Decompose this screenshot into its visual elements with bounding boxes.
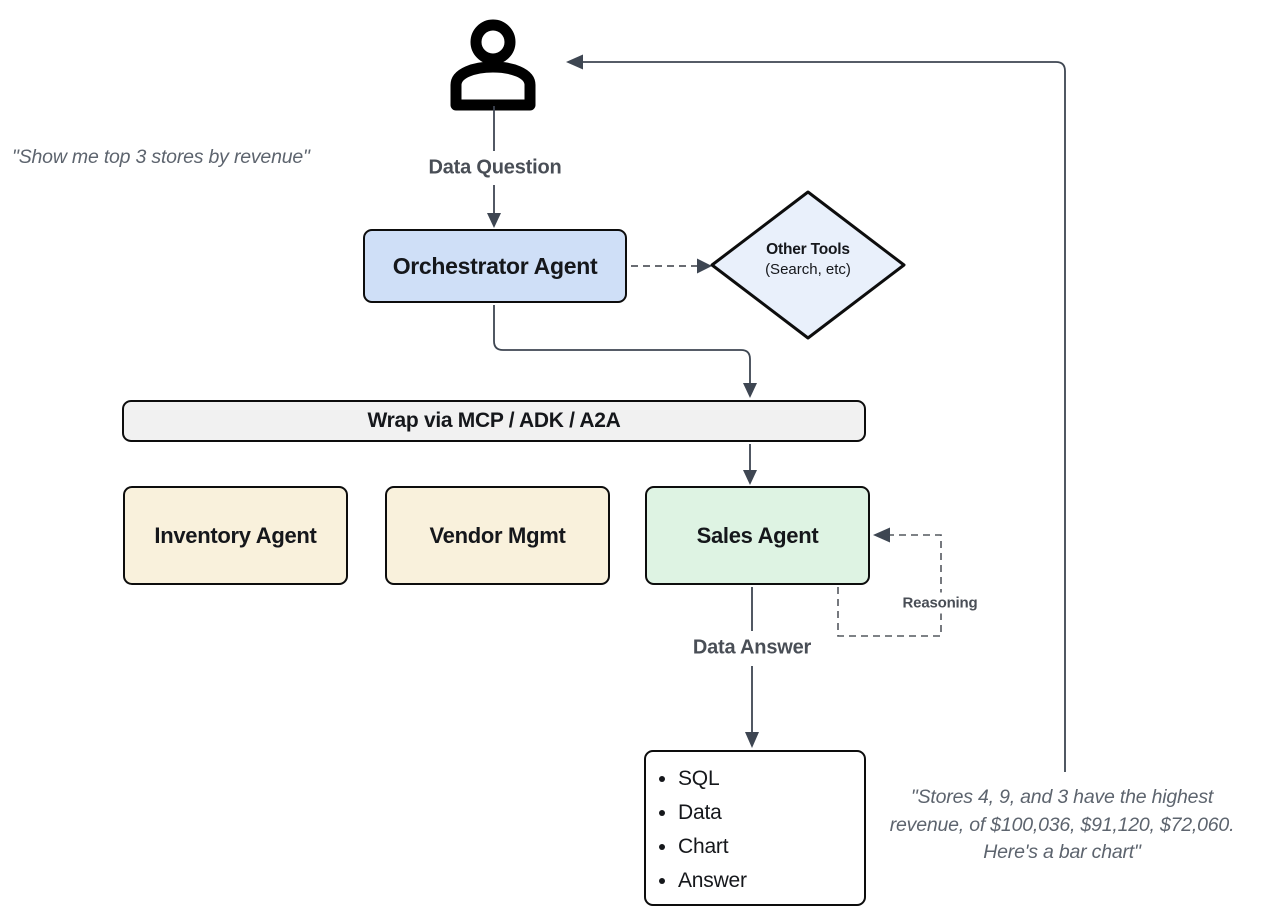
edge-answer-to-user (583, 61, 1066, 772)
arrowhead-reasoning (873, 527, 890, 543)
sales-agent-label: Sales Agent (696, 522, 819, 548)
arrowhead-into-wrap (743, 383, 757, 398)
output-list: SQL Data Chart Answer (646, 762, 864, 898)
output-item-data: Data (678, 796, 864, 830)
arrowhead-into-tools (697, 258, 712, 274)
arrowhead-into-orchestrator (487, 213, 501, 228)
orchestrator-agent-label: Orchestrator Agent (392, 252, 598, 279)
other-tools-diamond (710, 190, 906, 340)
data-question-label: Data Question (422, 156, 568, 180)
arrowhead-into-sales (743, 470, 757, 485)
other-tools-title: Other Tools (766, 241, 850, 258)
edge-reasoning-loop (837, 534, 942, 637)
inventory-agent-label: Inventory Agent (154, 522, 317, 548)
output-list-node: SQL Data Chart Answer (644, 750, 866, 906)
arrowhead-into-user (566, 54, 583, 70)
data-answer-label: Data Answer (686, 636, 818, 660)
vendor-mgmt-node: Vendor Mgmt (385, 486, 610, 585)
vendor-mgmt-label: Vendor Mgmt (429, 522, 566, 548)
user-question-quote: "Show me top 3 stores by revenue" (12, 146, 310, 168)
arrowhead-into-output (745, 732, 759, 748)
output-item-sql: SQL (678, 762, 864, 796)
output-item-chart: Chart (678, 830, 864, 864)
orchestrator-agent-node: Orchestrator Agent (363, 229, 627, 303)
sales-agent-node: Sales Agent (645, 486, 870, 585)
wrap-bar-label: Wrap via MCP / ADK / A2A (367, 409, 621, 432)
agent-answer-quote: "Stores 4, 9, and 3 have the highest rev… (889, 786, 1235, 863)
wrap-mcp-adk-a2a-node: Wrap via MCP / ADK / A2A (122, 400, 866, 442)
other-tools-subtitle: (Search, etc) (765, 261, 851, 278)
other-tools-node: Other Tools (Search, etc) (712, 240, 904, 280)
inventory-agent-node: Inventory Agent (123, 486, 348, 585)
person-icon (450, 19, 536, 111)
edge-orchestrator-to-wrap (493, 305, 751, 384)
output-item-answer: Answer (678, 864, 864, 898)
reasoning-label: Reasoning (894, 592, 986, 614)
